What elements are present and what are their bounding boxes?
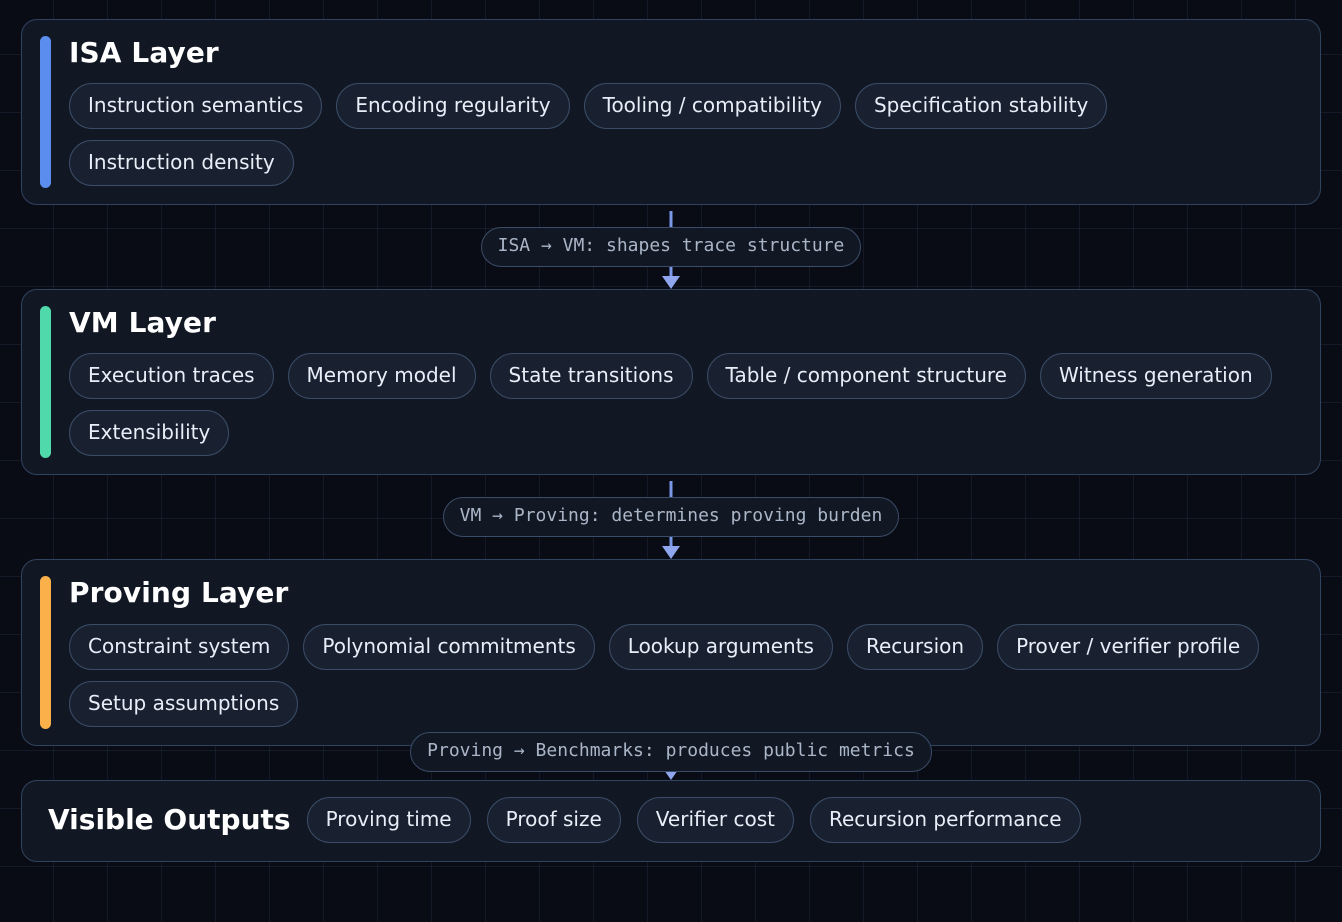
chip-proving-time[interactable]: Proving time: [306, 796, 471, 843]
connector-proving-to-outputs: Proving → Benchmarks: produces public me…: [21, 724, 1321, 780]
connector-vm-to-proving: VM → Proving: determines proving burden: [21, 475, 1321, 560]
layer-card-isa: ISA Layer Instruction semantics Encoding…: [21, 19, 1321, 206]
chip-tooling-compatibility[interactable]: Tooling / compatibility: [583, 83, 841, 130]
chip-extensibility[interactable]: Extensibility: [69, 410, 230, 457]
chip-memory-model[interactable]: Memory model: [287, 353, 476, 400]
edge-label-isa-vm: ISA → VM: shapes trace structure: [480, 227, 862, 268]
chip-setup-assumptions[interactable]: Setup assumptions: [69, 680, 299, 727]
chip-lookup-arguments[interactable]: Lookup arguments: [608, 623, 833, 670]
chip-row-vm: Execution traces Memory model State tran…: [69, 353, 1298, 457]
chip-witness-generation[interactable]: Witness generation: [1039, 353, 1272, 400]
outputs-card: Visible Outputs Proving time Proof size …: [21, 779, 1321, 862]
layer-title-vm: VM Layer: [69, 306, 217, 340]
accent-bar-vm: [40, 306, 51, 459]
chip-constraint-system[interactable]: Constraint system: [69, 623, 290, 670]
chip-execution-traces[interactable]: Execution traces: [69, 353, 274, 400]
arrow-down-icon: [662, 546, 680, 560]
outputs-title: Visible Outputs: [48, 803, 291, 837]
layer-card-proving: Proving Layer Constraint system Polynomi…: [21, 559, 1321, 746]
chip-proof-size[interactable]: Proof size: [486, 796, 621, 843]
chip-instruction-semantics[interactable]: Instruction semantics: [69, 83, 323, 130]
layer-title-proving: Proving Layer: [69, 576, 289, 610]
chip-specification-stability[interactable]: Specification stability: [854, 83, 1108, 130]
arrow-down-icon: [662, 276, 680, 290]
layer-title-isa: ISA Layer: [69, 36, 219, 69]
edge-label-proving-benchmarks: Proving → Benchmarks: produces public me…: [410, 731, 932, 772]
chip-table-component-structure[interactable]: Table / component structure: [706, 353, 1026, 400]
chip-prover-verifier-profile[interactable]: Prover / verifier profile: [997, 623, 1260, 670]
chip-polynomial-commitments[interactable]: Polynomial commitments: [303, 623, 595, 670]
chip-row-proving: Constraint system Polynomial commitments…: [69, 623, 1298, 727]
chip-row-isa: Instruction semantics Encoding regularit…: [69, 83, 1298, 187]
accent-bar-isa: [40, 36, 51, 189]
connector-isa-to-vm: ISA → VM: shapes trace structure: [21, 205, 1321, 290]
chip-state-transitions[interactable]: State transitions: [489, 353, 693, 400]
edge-label-vm-proving: VM → Proving: determines proving burden: [442, 497, 900, 538]
accent-bar-proving: [40, 576, 51, 729]
chip-encoding-regularity[interactable]: Encoding regularity: [336, 83, 570, 130]
layer-card-vm: VM Layer Execution traces Memory model S…: [21, 289, 1321, 476]
chip-instruction-density[interactable]: Instruction density: [69, 140, 294, 187]
chip-verifier-cost[interactable]: Verifier cost: [636, 796, 794, 843]
chip-recursion[interactable]: Recursion: [846, 623, 984, 670]
chip-recursion-performance[interactable]: Recursion performance: [809, 796, 1081, 843]
